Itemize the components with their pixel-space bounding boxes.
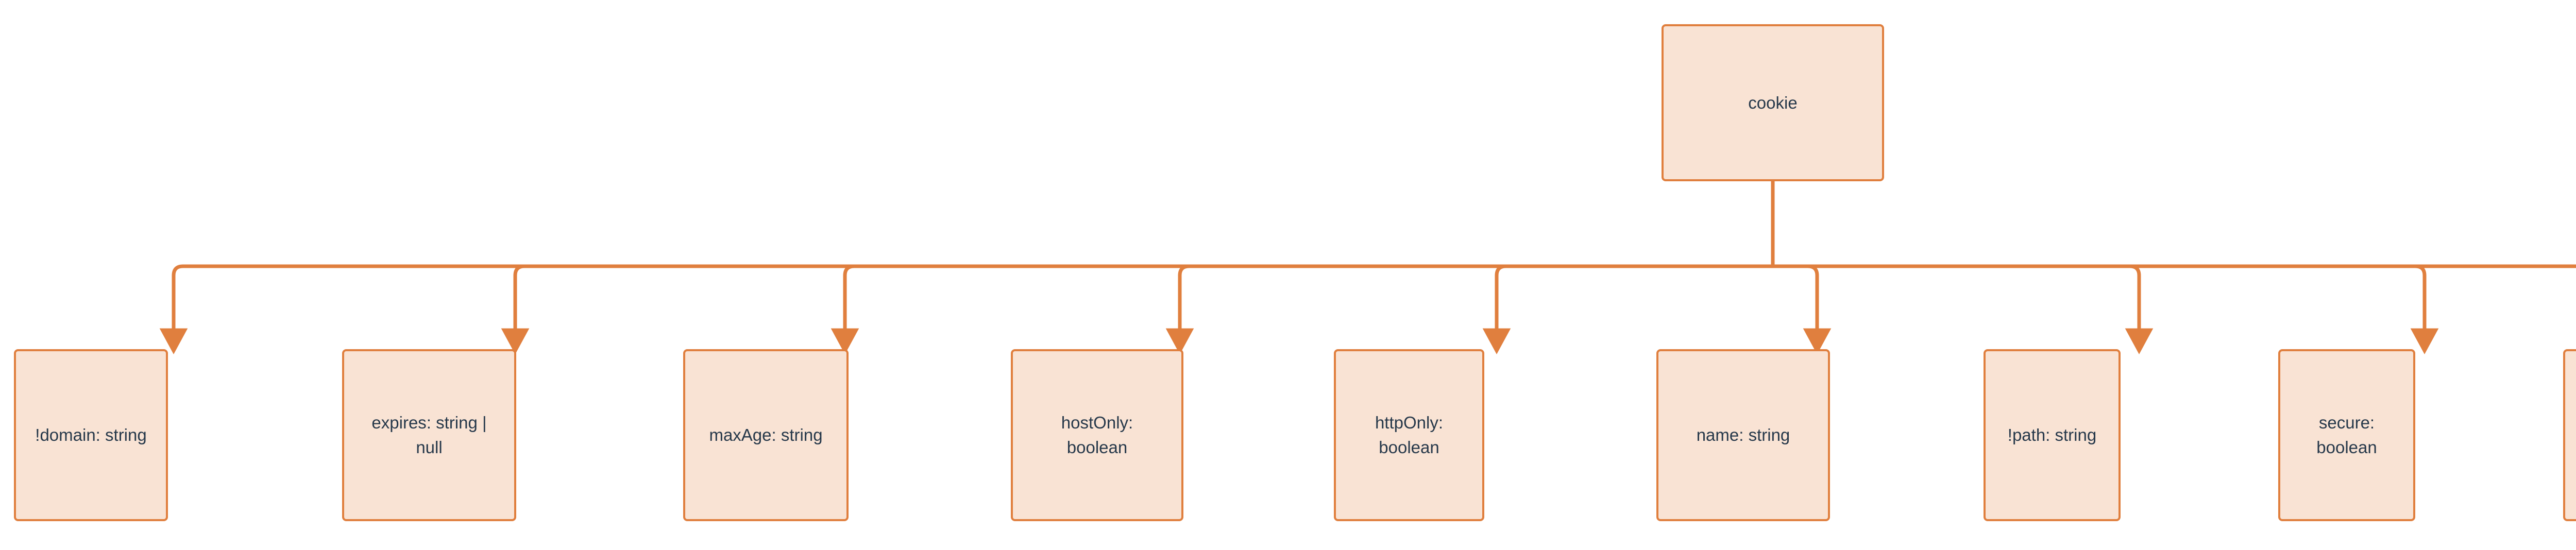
node-label: maxAge: string	[709, 425, 823, 445]
edge-cookie-to-value	[1771, 264, 2576, 268]
edge-cookie-to-session	[1771, 264, 2576, 268]
node-label: !path: string	[2007, 425, 2097, 445]
node-session[interactable]: session: boolean	[2563, 349, 2576, 521]
node-label: secure: boolean	[2316, 413, 2377, 457]
node-maxAge[interactable]: maxAge: string	[683, 349, 849, 521]
edge-cookie-to-name	[1771, 264, 1832, 355]
node-label: expires: string | null	[371, 413, 487, 457]
edge-cookie-to-secure	[1771, 264, 2439, 355]
node-domain[interactable]: !domain: string	[14, 349, 168, 521]
node-label: httpOnly: boolean	[1375, 413, 1444, 457]
node-cookie[interactable]: cookie	[1662, 24, 1884, 181]
edge-cookie-to-hostOnly	[1165, 264, 1775, 355]
node-label: !domain: string	[35, 425, 147, 445]
node-label: cookie	[1748, 93, 1798, 112]
node-path[interactable]: !path: string	[1984, 349, 2121, 521]
node-name[interactable]: name: string	[1656, 349, 1830, 521]
edge-cookie-to-httpOnly	[1482, 264, 1775, 355]
node-httpOnly[interactable]: httpOnly: boolean	[1334, 349, 1484, 521]
edge-cookie-to-path	[1771, 264, 2154, 355]
edge-cookie-to-extensions	[1771, 264, 2576, 268]
edge-cookie-to-domain	[159, 264, 1775, 355]
node-label: name: string	[1696, 425, 1790, 445]
edge-cookie-to-maxAge	[831, 264, 1775, 355]
edge-cookie-to-expires	[501, 264, 1775, 355]
node-secure[interactable]: secure: boolean	[2278, 349, 2415, 521]
node-hostOnly[interactable]: hostOnly: boolean	[1011, 349, 1183, 521]
node-expires[interactable]: expires: string | null	[342, 349, 516, 521]
edges-group	[159, 179, 2576, 355]
node-label: hostOnly: boolean	[1061, 413, 1133, 457]
